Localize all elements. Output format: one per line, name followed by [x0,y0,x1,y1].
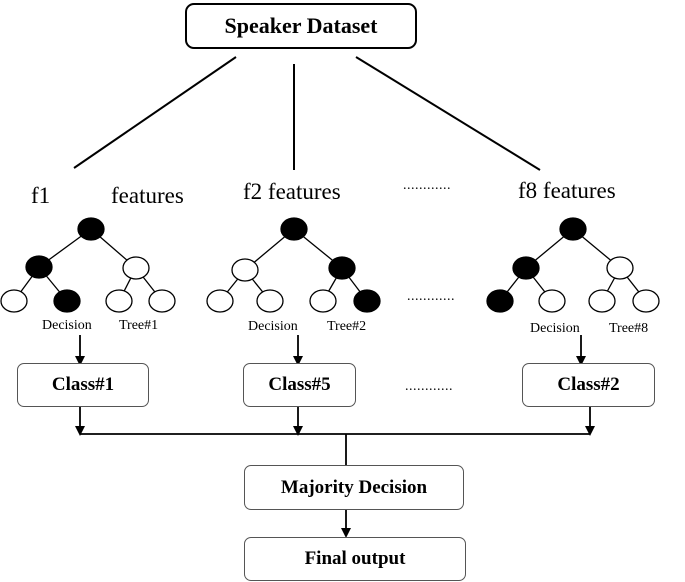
tree-node [256,289,284,313]
tree-node [0,289,28,313]
feature-label-f8: f8 features [518,178,616,203]
tree-node [77,217,105,241]
feature-label-f1: f1 [31,183,51,208]
tree-node [538,289,566,313]
speaker-dataset-box: Speaker Dataset [185,3,417,49]
class-box-8: Class#2 [522,363,655,407]
decision-tree-2 [206,217,381,313]
tree-node [105,289,133,313]
tree-node [588,289,616,313]
tree-node [231,258,259,282]
majority-decision-box: Majority Decision [244,465,464,510]
tree8-decision-label: Decision [530,321,580,336]
ellipsis-features: ............ [403,178,451,193]
tree2-name-label: Tree#2 [327,319,367,334]
tree1-name-label: Tree#1 [119,318,159,333]
final-output-label: Final output [304,548,406,569]
tree-node [486,289,514,313]
class-box-2: Class#5 [243,363,356,407]
tree-node [309,289,337,313]
speaker-dataset-label: Speaker Dataset [224,13,378,38]
tree-node [559,217,587,241]
class-box-1: Class#1 [17,363,149,407]
ellipsis-trees: ............ [407,289,455,304]
tree1-decision-label: Decision [42,318,92,333]
dataset-link-f8 [355,56,541,171]
tree-node [122,256,150,280]
tree2-decision-label: Decision [248,319,298,334]
tree-node [206,289,234,313]
ellipsis-classes: ............ [405,379,453,394]
tree-node [53,289,81,313]
decision-tree-1 [0,217,176,313]
tree-node [328,256,356,280]
class-label-8: Class#2 [557,374,620,395]
tree8-name-label: Tree#8 [609,321,649,336]
tree-node [25,255,53,279]
majority-decision-label: Majority Decision [280,476,428,498]
feature-label-f1-features: features [111,183,184,208]
feature-label-f2: f2 features [243,179,341,204]
dataset-link-f1 [73,56,237,169]
tree-node [632,289,660,313]
class-label-1: Class#1 [51,374,115,395]
tree-node [148,289,176,313]
final-output-box: Final output [244,537,466,581]
tree-node [512,256,540,280]
tree-node [353,289,381,313]
class-label-2: Class#5 [268,374,331,395]
tree-node [606,256,634,280]
tree-node [280,217,308,241]
decision-tree-8 [486,217,660,313]
